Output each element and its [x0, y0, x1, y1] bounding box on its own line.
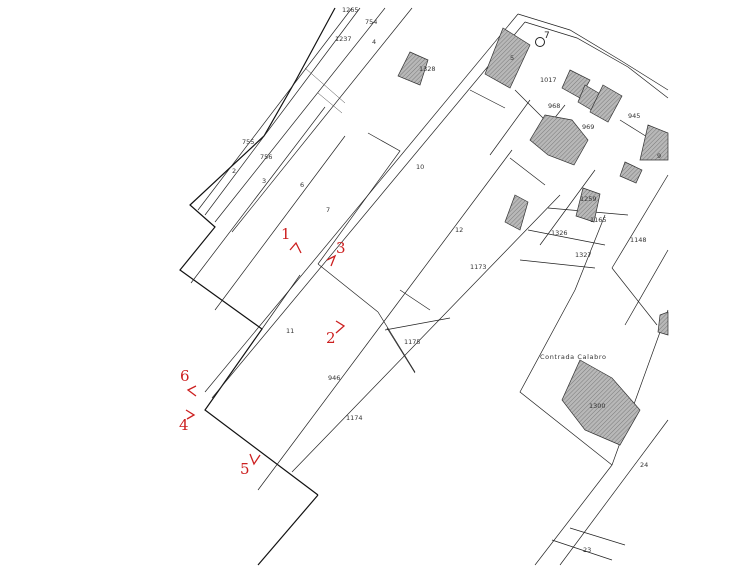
parcel-1173: 1173 — [470, 263, 487, 271]
parcel-9: 9 — [657, 152, 661, 160]
parcel-946: 946 — [328, 374, 340, 382]
road-marker-icon — [535, 37, 545, 47]
parcel-1328: 1328 — [419, 65, 436, 73]
place-name-label: Contrada Calabro — [540, 353, 607, 361]
parcel-6: 6 — [300, 181, 304, 189]
parcel-1265: 1265 — [342, 6, 359, 14]
parcel-3: 3 — [262, 177, 266, 185]
photo-point-label-1: 1 — [281, 225, 291, 243]
parcel-1165: 1165 — [590, 216, 607, 224]
parcel-4: 4 — [372, 38, 376, 46]
road-marker-label: 7 — [544, 31, 550, 41]
parcel-945: 945 — [628, 112, 640, 120]
building-5 — [484, 27, 531, 89]
photo-point-label-6: 6 — [180, 367, 190, 385]
parcel-23: 23 — [583, 546, 591, 554]
photo-point-label-5: 5 — [240, 460, 250, 478]
parcel-1148: 1148 — [630, 236, 647, 244]
buildings — [397, 27, 669, 446]
photo-direction-icon-6 — [186, 385, 197, 397]
photo-direction-icon-4 — [185, 409, 196, 420]
parcel-11: 11 — [286, 327, 294, 335]
parcel-7: 7 — [326, 206, 330, 214]
building-1328 — [397, 51, 429, 86]
photo-direction-icon-2 — [335, 320, 346, 334]
parcel-756: 756 — [260, 153, 272, 161]
photo-points: 1 2 3 6 4 5 — [179, 225, 346, 478]
building-9 — [639, 124, 669, 161]
parcel-1175: 1175 — [404, 338, 421, 346]
photo-direction-icon-5 — [249, 453, 261, 466]
parcel-24: 24 — [640, 461, 648, 469]
parcel-1259: 1259 — [580, 195, 597, 203]
parcel-1300: 1300 — [589, 402, 606, 410]
parcel-1237: 1237 — [335, 35, 352, 43]
building-12 — [504, 194, 529, 231]
photo-point-label-3: 3 — [336, 239, 346, 257]
building-small-1 — [619, 161, 643, 184]
building-969 — [589, 84, 623, 123]
parcel-1326: 1326 — [551, 229, 568, 237]
building-edge — [657, 311, 669, 336]
photo-point-label-4: 4 — [179, 416, 189, 434]
parcel-5: 5 — [510, 54, 514, 62]
building-1259 — [575, 187, 601, 223]
photo-direction-icon-1 — [289, 241, 302, 254]
photo-point-label-2: 2 — [326, 329, 336, 347]
parcel-755: 755 — [242, 138, 254, 146]
parcel-12: 12 — [455, 226, 463, 234]
parcel-labels: 1265 754 1237 4 1328 5 1017 968 969 945 … — [232, 6, 661, 554]
parcel-1327: 1327 — [575, 251, 592, 259]
parcel-754: 754 — [365, 18, 377, 26]
parcel-10: 10 — [416, 163, 424, 171]
building-1300 — [561, 359, 641, 446]
photo-direction-icon-3 — [326, 254, 337, 267]
parcel-1174: 1174 — [346, 414, 363, 422]
parcel-1017: 1017 — [540, 76, 557, 84]
parcel-969: 969 — [582, 123, 594, 131]
parcel-968: 968 — [548, 102, 560, 110]
parcel-2: 2 — [232, 167, 236, 175]
building-main-cluster — [529, 114, 589, 166]
